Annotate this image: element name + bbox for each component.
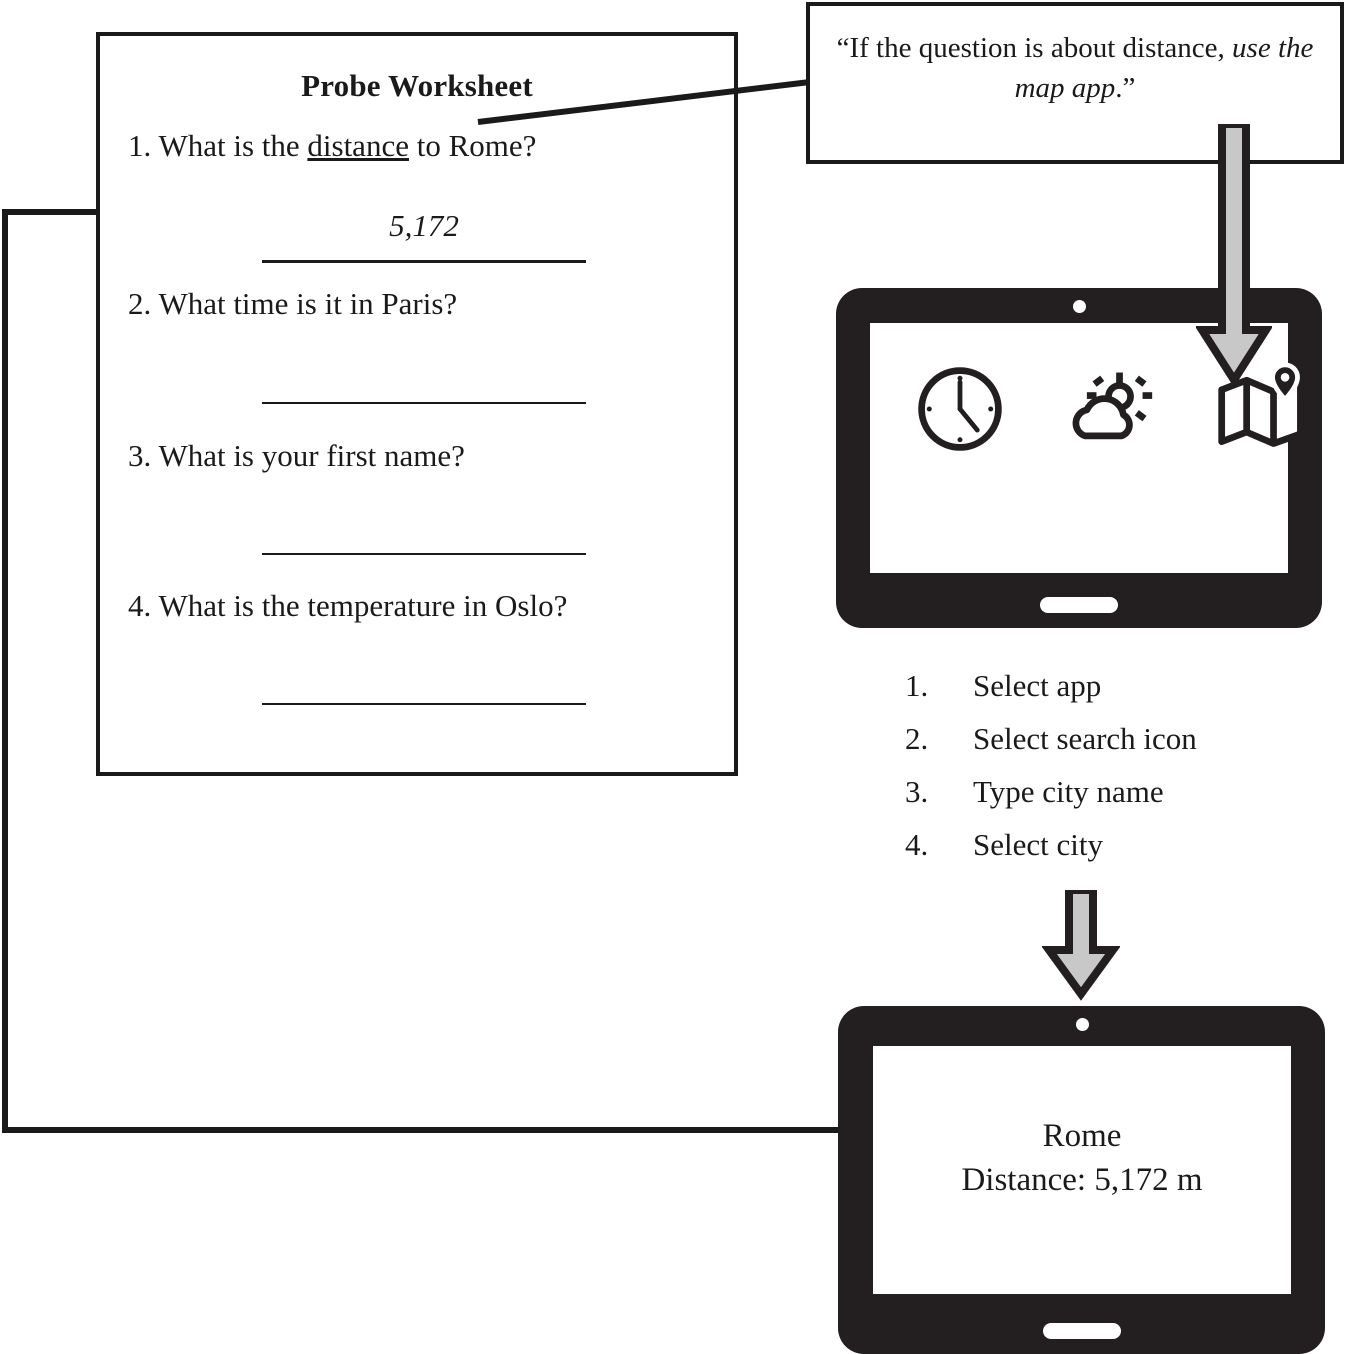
step-1-label: Select app [973,668,1102,703]
question-4-answer-line[interactable] [262,703,586,705]
question-1-answer-line[interactable] [262,260,586,263]
callout-quote-close: .” [1115,72,1136,105]
question-2-answer-line[interactable] [262,402,586,404]
list-item: 2. Select search icon [905,721,1325,774]
question-1-number: 1. [128,128,152,163]
step-3-label: Type city name [973,774,1164,809]
list-item: 1. Select app [905,668,1325,721]
list-item: 3. Type city name [905,774,1325,827]
worksheet-question-4: 4. What is the temperature in Oslo? [128,588,568,623]
home-button[interactable] [1042,1323,1121,1339]
tablet-home-screen [836,288,1322,628]
result-distance-value: Distance: 5,172 m [961,1162,1203,1198]
step-2-label: Select search icon [973,721,1197,756]
question-1-keyword: distance [307,128,409,163]
arrow-to-result-tablet [1042,890,1120,1001]
app-icon-row [870,361,1304,457]
step-4-label: Select city [973,827,1103,862]
tablet-home-display [870,323,1304,573]
page-title: Probe Worksheet [301,68,533,103]
step-1-number: 1. [905,668,929,703]
callout-quote-open: “If the question is about distance, [836,32,1233,64]
camera-dot-icon [1073,300,1086,313]
weather-app-icon[interactable] [1060,361,1156,457]
question-1-suffix: to Rome? [408,128,537,163]
tablet-result-screen: Rome Distance: 5,172 m [838,1006,1325,1354]
callout-leader-line [477,79,811,125]
worksheet-question-2: 2. What time is it in Paris? [128,286,458,321]
map-app-icon[interactable] [1214,361,1310,457]
step-2-number: 2. [905,721,929,756]
home-button[interactable] [1040,597,1118,613]
list-item: 4. Select city [905,827,1325,880]
worksheet-question-3: 3. What is your first name? [128,438,465,473]
instruction-callout-box: “If the question is about distance, use … [806,2,1344,164]
question-1-prefix: What is the [158,128,308,163]
camera-dot-icon [1075,1018,1089,1031]
result-city-name: Rome [1042,1118,1122,1154]
question-3-answer-line[interactable] [262,553,586,555]
step-3-number: 3. [905,774,929,809]
clock-app-icon[interactable] [912,361,1008,457]
procedure-steps-list: 1. Select app 2. Select search icon 3. T… [905,668,1325,880]
step-4-number: 4. [905,827,929,862]
callout-quote-italic: use the map app [1014,32,1314,105]
tablet-result-display: Rome Distance: 5,172 m [873,1046,1291,1294]
instruction-callout-text: “If the question is about distance, use … [828,28,1322,108]
question-1-answer-value[interactable]: 5,172 [389,208,459,243]
worksheet-question-1: 1. What is the distance to Rome? [128,128,536,164]
arrow-to-map-app-icon [1196,124,1272,388]
probe-worksheet-card: Probe Worksheet 1. What is the distance … [96,32,738,776]
